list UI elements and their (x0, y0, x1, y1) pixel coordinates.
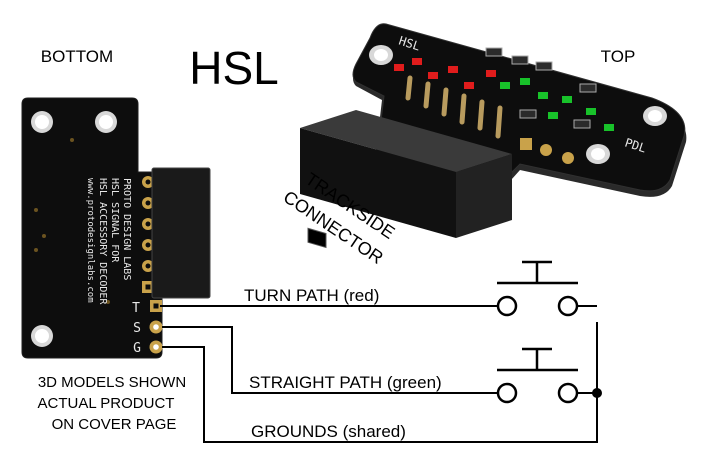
pin-label-s: S (133, 321, 141, 336)
top-view-label: TOP (601, 47, 636, 66)
pin-label-g: G (133, 341, 141, 356)
top-pads (520, 138, 574, 164)
turn-pushbutton (496, 260, 579, 317)
wire-straight (162, 326, 497, 394)
resistors (485, 47, 597, 129)
silk-line-4: www.protodesignlabs.com (85, 178, 95, 303)
bottom-connector-body (151, 167, 211, 299)
bottom-board: PROTO DESIGN LABS HSL SIGNAL FOR HSL ACC… (21, 97, 211, 359)
pad-t (150, 300, 162, 312)
turn-path-label: TURN PATH (red) (244, 286, 379, 305)
silk-line-3: HSL ACCESSORY DECODER (97, 178, 108, 305)
note-line-1: 3D MODELS SHOWN (38, 374, 186, 391)
note-line-2: ACTUAL PRODUCT (38, 395, 175, 412)
mounting-hole (31, 325, 53, 347)
mounting-hole (95, 111, 117, 133)
silk-line-2: HSL SIGNAL FOR (109, 178, 120, 263)
trackside-connector (300, 110, 512, 249)
pin-label-t: T (132, 301, 140, 316)
silk-line-1: PROTO DESIGN LABS (121, 178, 132, 280)
mounting-hole (31, 111, 53, 133)
ground-junction (592, 388, 602, 398)
diagram-title: HSL (189, 42, 278, 94)
straight-path-label: STRAIGHT PATH (green) (249, 373, 442, 392)
silk-hsl: HSL (397, 34, 422, 54)
pad-g (149, 340, 163, 354)
silk-pdl: PDL (623, 136, 648, 156)
grounds-label: GROUNDS (shared) (251, 422, 406, 441)
green-leds (500, 78, 614, 131)
pad-s (149, 320, 163, 334)
bottom-view-label: BOTTOM (41, 47, 113, 66)
straight-pushbutton (496, 347, 579, 404)
wiring (160, 305, 598, 443)
header-pins (405, 75, 503, 139)
red-leds (394, 58, 496, 89)
wire-grounds (162, 322, 598, 443)
note-line-3: ON COVER PAGE (52, 416, 177, 433)
header-pads (142, 176, 154, 293)
